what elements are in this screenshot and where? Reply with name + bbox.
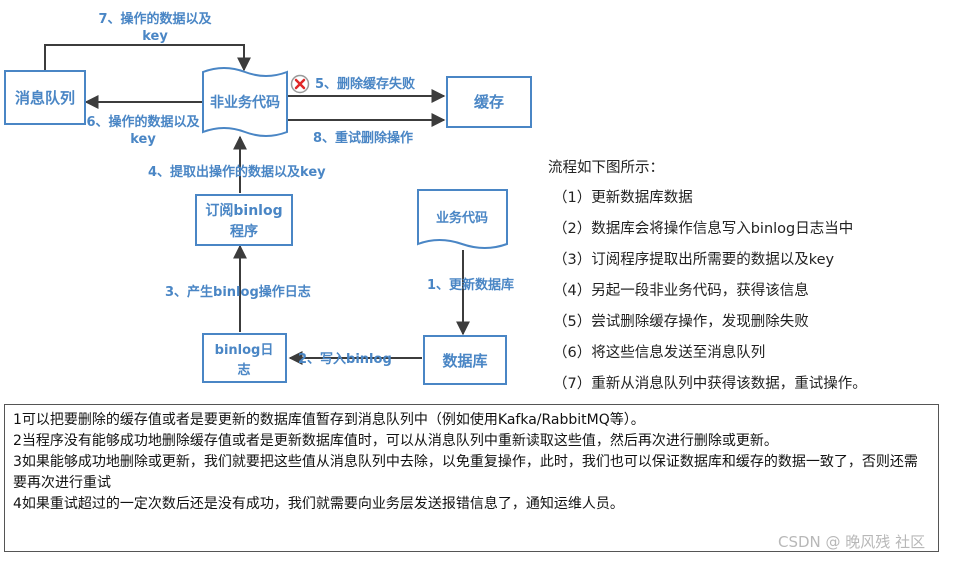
edge-8-label: 8、重试删除操作	[313, 130, 413, 146]
edge-4-label: 4、提取出操作的数据以及key	[148, 164, 326, 180]
step-item: （1）更新数据库数据	[553, 190, 693, 206]
edge-6-label-line2: key	[130, 132, 156, 147]
x-icon	[290, 74, 310, 94]
edge-3-label: 3、产生binlog操作日志	[165, 284, 311, 300]
edge-5-label: 5、删除缓存失败	[315, 76, 415, 92]
step-item: （6）将这些信息发送至消息队列	[553, 345, 766, 361]
steps-panel: 流程如下图所示： （1）更新数据库数据 （2）数据库会将操作信息写入binlog…	[548, 156, 918, 403]
notes-box: 1可以把要删除的缓存值或者是要更新的数据库值暂存到消息队列中（例如使用Kafka…	[4, 404, 939, 552]
flow-diagram: 消息队列 非业务代码 缓存 订阅binlog 程序 业务代码 数据库 binlo…	[4, 11, 532, 385]
step-item: （4）另起一段非业务代码，获得该信息	[553, 283, 809, 299]
note-item: 1可以把要删除的缓存值或者是要更新的数据库值暂存到消息队列中（例如使用Kafka…	[13, 412, 645, 428]
node-database: 数据库	[423, 335, 507, 385]
edge-1-label: 1、更新数据库	[427, 277, 514, 293]
node-binlog: binlog日 志	[202, 333, 287, 383]
note-item: 3如果能够成功地删除或更新，我们就要把这些值从消息队列中去除，以免重复操作，此时…	[13, 454, 918, 491]
step-item: （7）重新从消息队列中获得该数据，重试操作。	[553, 376, 867, 392]
svg-text:消息队列: 消息队列	[15, 89, 75, 107]
edge-7-label-line1: 7、操作的数据以及	[98, 11, 212, 27]
edge-6-label-line1: 6、操作的数据以及	[86, 114, 200, 130]
step-item: （3）订阅程序提取出所需要的数据以及key	[553, 252, 835, 268]
steps-title: 流程如下图所示：	[548, 160, 664, 176]
svg-text:业务代码: 业务代码	[436, 210, 488, 226]
note-item: 4如果重试超过的一定次数后还是没有成功，我们就需要向业务层发送报错信息了，通知运…	[13, 496, 624, 512]
edge-7	[44, 44, 251, 72]
edge-7-label-line2: key	[142, 29, 168, 44]
svg-text:缓存: 缓存	[474, 93, 504, 111]
node-queue: 消息队列	[4, 70, 86, 125]
subscriber-label-line2: 程序	[230, 223, 258, 240]
subscriber-label-line1: 订阅binlog	[205, 202, 282, 219]
binlog-label-line1: binlog日	[215, 343, 274, 358]
node-biz: 业务代码	[417, 189, 508, 249]
svg-text:数据库: 数据库	[442, 352, 487, 370]
node-cache: 缓存	[446, 76, 532, 128]
note-item: 2当程序没有能够成功地删除缓存值或者是更新数据库值时，可以从消息队列中重新读取这…	[13, 433, 778, 449]
binlog-label-line2: 志	[237, 362, 250, 378]
node-subscriber: 订阅binlog 程序	[195, 194, 293, 246]
diagram-panel: 消息队列 非业务代码 缓存 订阅binlog 程序 业务代码 数据库 binlo…	[4, 11, 532, 385]
step-item: （5）尝试删除缓存操作，发现删除失败	[553, 314, 809, 330]
svg-text:非业务代码: 非业务代码	[210, 94, 280, 111]
step-item: （2）数据库会将操作信息写入binlog日志当中	[553, 221, 854, 237]
node-nonbiz: 非业务代码	[202, 67, 288, 137]
edge-2-label: 2、写入binlog	[298, 352, 392, 367]
watermark: CSDN @ 晚风残 社区	[778, 533, 926, 551]
